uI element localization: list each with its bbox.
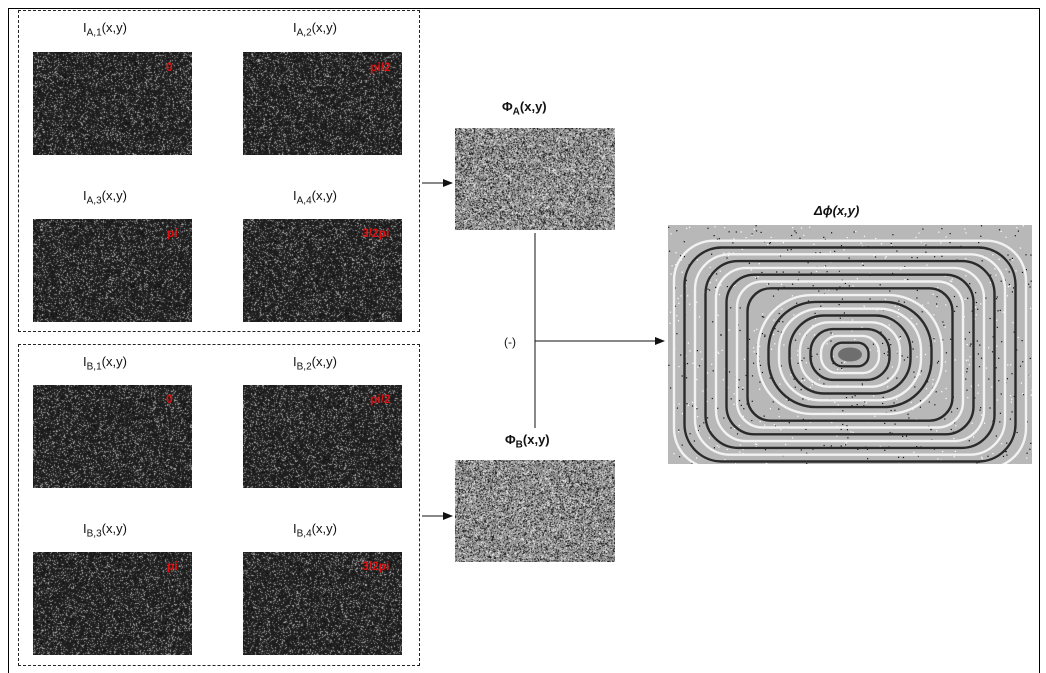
frame-b2-phase: pi/2 [370, 392, 391, 406]
frame-a2-label: IA,2(x,y) [293, 20, 337, 39]
frame-a4-label: IA,4(x,y) [293, 188, 337, 207]
frame-a1-label: IA,1(x,y) [83, 20, 127, 39]
frame-b1-phase: 0 [166, 392, 173, 406]
group-b-box [18, 344, 420, 666]
group-a-box [18, 10, 420, 332]
phase-b-map [455, 460, 615, 562]
frame-b2-label: IB,2(x,y) [293, 354, 337, 373]
frame-a4-image [243, 219, 402, 322]
figure-left-border [8, 8, 9, 673]
frame-b4-image [243, 552, 402, 655]
frame-a3-label: IA,3(x,y) [83, 188, 127, 207]
fringe-pattern [668, 225, 1032, 464]
frame-a2-image [243, 52, 402, 155]
frame-a3-phase: pi [167, 226, 178, 240]
subtract-label: (-) [504, 335, 516, 349]
frame-a1-image [33, 52, 192, 155]
result-title: Δϕ(x,y) [814, 203, 860, 218]
phase-a-map [455, 128, 615, 230]
frame-b3-phase: pi [167, 559, 178, 573]
frame-b2-image [243, 385, 402, 488]
frame-b4-label: IB,4(x,y) [293, 521, 337, 540]
frame-b3-label: IB,3(x,y) [83, 521, 127, 540]
frame-b4-phase: 3/2pi [362, 559, 390, 573]
phase-difference-fringe-map [668, 225, 1032, 464]
figure-top-border [8, 8, 1040, 9]
frame-a4-phase: 3/2pi [362, 226, 390, 240]
phase-b-title: ΦB(x,y) [505, 432, 550, 451]
frame-a1-phase: 0 [166, 60, 173, 74]
frame-b1-image [33, 385, 192, 488]
figure-right-border [1039, 8, 1040, 673]
frame-b1-label: IB,1(x,y) [83, 354, 127, 373]
frame-a3-image [33, 219, 192, 322]
frame-b3-image [33, 552, 192, 655]
frame-a2-phase: pi/2 [370, 60, 391, 74]
phase-a-title: ΦA(x,y) [502, 99, 547, 118]
